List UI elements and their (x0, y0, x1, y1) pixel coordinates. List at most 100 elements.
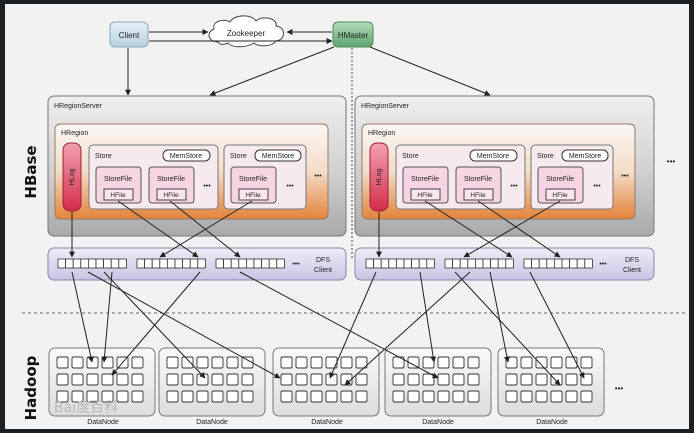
dfs2-buffer-cell (444, 258, 453, 269)
region-1-title: HRegion (61, 130, 88, 137)
region-server-1-title: HRegionServer (54, 103, 103, 110)
hfile-2-2-1-label: HFile (552, 192, 568, 199)
watermark: Bai度百科 (54, 400, 118, 416)
hdfs-block (565, 356, 578, 369)
hdfs-block (86, 373, 99, 386)
hdfs-block (71, 390, 84, 403)
store-2-1-label: Store (402, 153, 419, 160)
hdfs-block (392, 373, 405, 386)
hdfs-block (101, 390, 114, 403)
dfs2-buffer-cell (538, 258, 548, 269)
hdfs-block (407, 390, 420, 403)
hfile-1-1-2 (156, 188, 187, 201)
dfs1-buffer-cell (103, 258, 112, 269)
hmaster-node (332, 21, 374, 48)
hfile-2-1-2 (463, 188, 494, 201)
arrow-dfs2-dn5-b (489, 271, 510, 363)
dfs1-buffer-cell (230, 258, 240, 269)
hfile-2-2-1 (545, 188, 576, 201)
hdfs-block (280, 356, 293, 369)
hdfs-block (520, 356, 533, 369)
hlog-1-label: HLog (69, 169, 76, 186)
dfs1-buffer-cell (197, 258, 206, 269)
dfs-client-2-more: ••• (599, 261, 607, 268)
dfs2-buffer-cell (373, 258, 382, 269)
storefile-2-1-1-label: StoreFile (411, 176, 439, 183)
hdfs-block (226, 373, 239, 386)
arrow-dfs2-dn5-c (529, 271, 585, 379)
hdfs-block (101, 373, 114, 386)
hdfs-block (295, 390, 308, 403)
arrow-hfile-dfs-a (117, 200, 199, 258)
datanodes-row (48, 347, 605, 417)
dfs-buffers-1 (57, 258, 285, 269)
dfs2-buffer-cell (411, 258, 420, 269)
dfs1-buffer-cell (88, 258, 97, 269)
arrow-dfs1-dn4 (239, 271, 439, 379)
hdfs-block (181, 356, 194, 369)
datanode-3-label: DataNode (311, 419, 343, 426)
store-1-2-more: ••• (286, 183, 294, 190)
hdfs-block (310, 373, 323, 386)
hdfs-block (392, 390, 405, 403)
hdfs-block (131, 373, 144, 386)
hlog-2-label: HLog (376, 169, 383, 186)
datanode-2-label: DataNode (196, 419, 228, 426)
hdfs-block (310, 390, 323, 403)
hdfs-block (166, 356, 179, 369)
arrow-hfile2-dfs-c (463, 200, 561, 258)
dfs2-buffer-cell (403, 258, 412, 269)
hfile-2-1-1-label: HFile (417, 192, 433, 199)
dfs2-buffer-cell (561, 258, 570, 269)
hfile-1-2-1 (238, 188, 269, 201)
hdfs-block (422, 356, 435, 369)
hdfs-block (422, 373, 435, 386)
dfs2-buffer-cell (505, 258, 514, 269)
hdfs-block (280, 373, 293, 386)
hdfs-block (437, 373, 450, 386)
arrow-dfs2-dn4 (419, 271, 437, 363)
dfs2-buffer-cell (523, 258, 532, 269)
dfs2-buffer-cell (482, 258, 491, 269)
dfs2-buffer-cell (365, 258, 374, 269)
hdfs-block (535, 373, 548, 386)
hdfs-block (580, 356, 593, 369)
dfs1-buffer-cell (215, 258, 224, 269)
store-1-1-more: ••• (203, 183, 211, 190)
client-node (109, 21, 149, 48)
hfile-1-2-1-label: HFile (245, 192, 261, 199)
hdfs-block (437, 356, 450, 369)
store-2-2-label: Store (537, 153, 554, 160)
hdfs-block (196, 356, 209, 369)
memstore-1-1-label: MemStore (170, 153, 202, 160)
hfile-1-1-1 (103, 188, 134, 201)
dfs1-buffer-cell (80, 258, 89, 269)
hdfs-block (452, 373, 465, 386)
datanode-4-label: DataNode (422, 419, 454, 426)
dfs-buffers-2 (365, 258, 593, 269)
dfs1-buffer-cell (118, 258, 127, 269)
hdfs-block (340, 390, 353, 403)
hdfs-block (505, 373, 518, 386)
dfs1-buffer-cell (57, 258, 66, 269)
dfs1-buffer-cell (166, 258, 176, 269)
region-servers-more: ••• (667, 157, 676, 166)
dfs1-buffer-cell (261, 258, 270, 269)
store-1-1-label: Store (95, 153, 112, 160)
dfs2-buffer-cell (395, 258, 405, 269)
region-server-2-title: HRegionServer (361, 103, 410, 110)
storefile-1-1-2-label: StoreFile (157, 176, 185, 183)
arrow-hfile-dfs-b (169, 200, 241, 258)
hdfs-block (550, 356, 563, 369)
hdfs-block (325, 390, 338, 403)
dfs1-buffer-cell (72, 258, 82, 269)
hadoop-layer-label: Hadoop (22, 355, 40, 420)
hdfs-block (535, 390, 548, 403)
dfs1-buffer-cell (144, 258, 153, 269)
region-1-more: ••• (314, 173, 322, 180)
hdfs-block (550, 373, 563, 386)
hdfs-block (310, 356, 323, 369)
arrow-hfile2-dfs-a (424, 200, 513, 258)
hdfs-block (241, 390, 254, 403)
dfs1-buffer-cell (189, 258, 199, 269)
